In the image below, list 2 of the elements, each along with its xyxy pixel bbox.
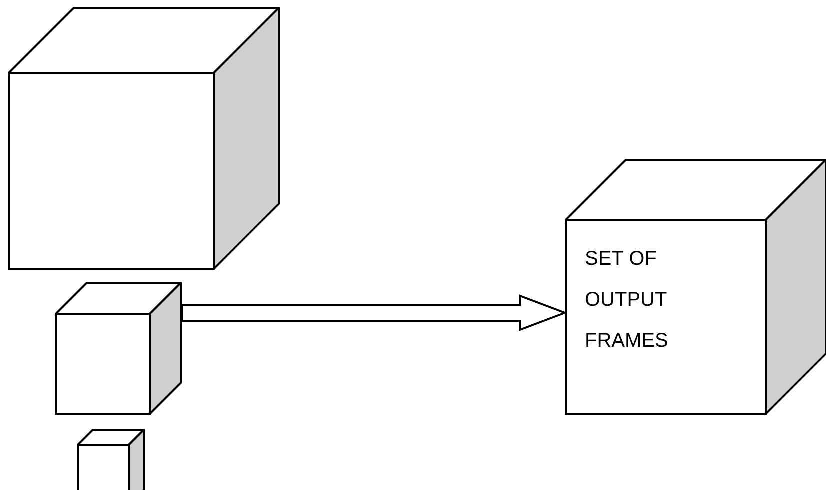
block-arrow: [181, 294, 568, 332]
cube-label: SET OF OUTPUT FRAMES: [585, 247, 670, 354]
